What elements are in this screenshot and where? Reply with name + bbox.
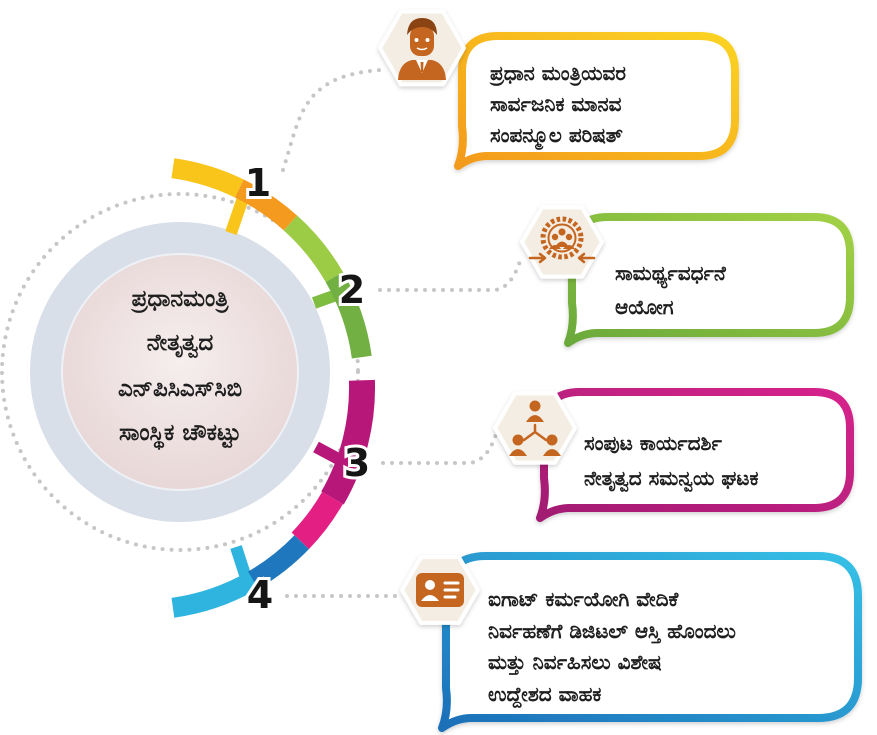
arc-segment-blue (247, 535, 309, 589)
step-3-callout (536, 388, 854, 522)
step-1-line-2: ಸಾರ್ವಜನಿಕ ಮಾನವ (490, 92, 622, 116)
step-4-number: 4 (247, 573, 273, 617)
step-2-number: 2 (339, 268, 365, 312)
team-gear-icon (528, 216, 596, 264)
center-circle (61, 253, 299, 491)
step-1-line-1: ಪ್ರಧಾನ ಮಂತ್ರಿಯವರ (489, 61, 626, 87)
step-4-line-4: ಉದ್ದೇಶದ ವಾಹಕ (488, 682, 601, 709)
connector-3 (381, 432, 498, 465)
center-title-line-4: ಸಾಂಸ್ಥಿಕ ಚೌಕಟ್ಟು (119, 420, 241, 451)
step-3-line-1: ಸಂಪುಟ ಕಾರ್ಯದರ್ಶಿ (584, 431, 723, 455)
center-title-line-2: ನೇತೃತ್ವದ (147, 330, 214, 359)
step-2-line-1: ಸಾಮರ್ಥ್ಯವರ್ಧನೆ (615, 261, 727, 289)
arc-segment-green (325, 272, 372, 359)
step-3-line-2: ನೇತೃತ್ವದ ಸಮನ್ವಯ ಘಟಕ (584, 466, 759, 493)
arc-segment-yellow (171, 158, 244, 198)
arc-segment-magenta (321, 379, 375, 505)
step-2-line-2: ಆಯೋಗ (615, 295, 674, 319)
arc-segment-cyan (171, 571, 258, 618)
arc-segment-pink (291, 491, 343, 550)
people-network-icon (509, 400, 561, 456)
connector-2 (378, 256, 523, 292)
step-3-number: 3 (344, 441, 370, 485)
id-card-icon (416, 573, 464, 607)
man-avatar-icon (398, 18, 446, 80)
step-4-line-2: ನಿರ್ವಹಣೆಗೆ ಡಿಜಿಟಲ್ ಆಸ್ತಿ ಹೊಂದಲು (488, 619, 736, 644)
step-1-callout (454, 32, 739, 170)
step-1-number: 1 (245, 161, 271, 205)
center-title-line-1: ಪ್ರಧಾನಮಂತ್ರಿ (131, 286, 230, 314)
step-4-line-3: ಮತ್ತು ನಿರ್ವಹಿಸಲು ವಿಶೇಷ (488, 650, 662, 676)
step-4-line-1: ಐಗಾಟ್ ಕರ್ಮಯೋಗಿ ವೇದಿಕೆ (488, 587, 680, 611)
center-title-line-3: ಎನ್‌ಪಿಸಿಎಸ್‌ಸಿಬಿ (118, 376, 242, 402)
step-1-line-3: ಸಂಪನ್ಮೂಲ ಪರಿಷತ್ (490, 123, 623, 151)
arc-segment-light-green (283, 215, 343, 283)
connector-1 (281, 68, 382, 172)
dotted-outer-circle (0, 192, 360, 552)
spoke-1 (225, 196, 249, 235)
center-ring (30, 222, 330, 522)
arc-segment-orange (234, 179, 298, 231)
